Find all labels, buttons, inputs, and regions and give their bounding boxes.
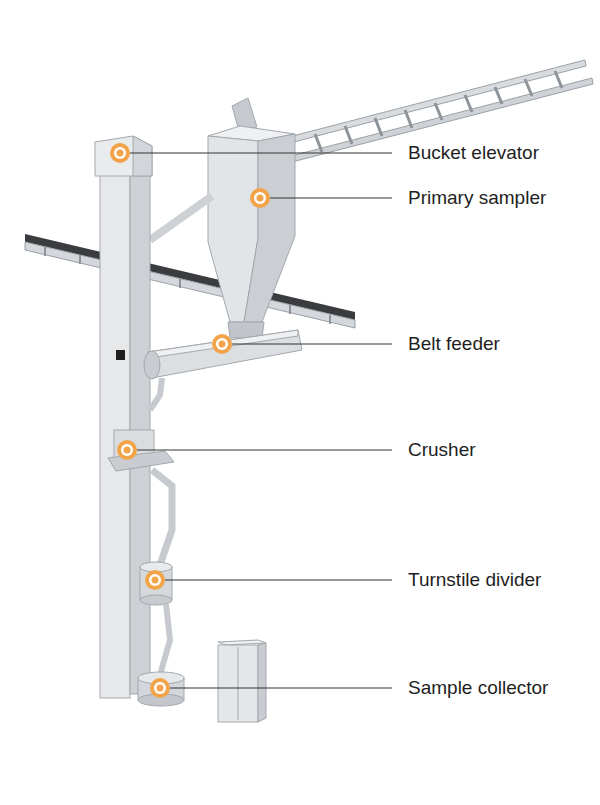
divider-outlet-pipe [160, 604, 170, 675]
part-label: Primary sampler [408, 187, 593, 209]
callout-markers [110, 143, 270, 698]
part-label: Bucket elevator [408, 142, 593, 164]
part-label: Turnstile divider [408, 569, 593, 591]
part-label: Sample collector [408, 677, 593, 699]
part-label: Crusher [408, 439, 593, 461]
belt-feeder [144, 330, 302, 379]
primary-sampler [208, 98, 295, 338]
left-conveyor [25, 234, 355, 328]
part-label: Belt feeder [408, 333, 593, 355]
sample-collector [138, 672, 184, 706]
turnstile-divider [140, 562, 172, 605]
leader-lines [130, 153, 392, 688]
control-cabinet [218, 640, 266, 722]
crusher-outlet-pipe [152, 470, 172, 565]
feed-pipe [150, 378, 162, 410]
support-brace [150, 196, 212, 240]
bucket-elevator [95, 136, 152, 698]
